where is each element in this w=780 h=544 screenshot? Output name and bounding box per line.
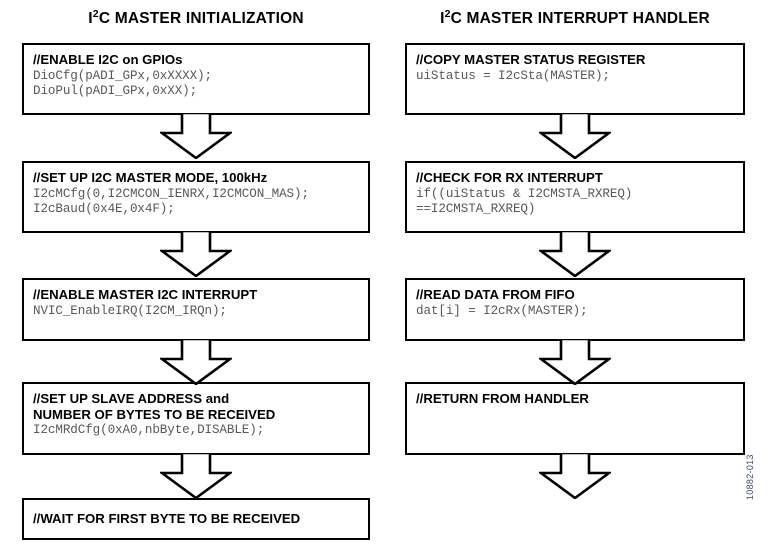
- process-box-setup-slave-address: //SET UP SLAVE ADDRESS and NUMBER OF BYT…: [22, 382, 370, 455]
- process-box-check-rx-interrupt: //CHECK FOR RX INTERRUPT if((uiStatus & …: [405, 161, 745, 233]
- box-comment: //READ DATA FROM FIFO: [416, 287, 575, 302]
- box-comment: //SET UP I2C MASTER MODE, 100kHz: [33, 170, 268, 185]
- box-comment-line-1: //SET UP SLAVE ADDRESS and: [33, 391, 230, 406]
- figure-number: 10882-013: [745, 454, 755, 500]
- column-title-prefix: I: [88, 10, 93, 27]
- column-title-superscript: 2: [92, 7, 99, 20]
- flow-arrow-down-icon: [539, 453, 611, 499]
- flow-arrow-down-icon: [160, 113, 232, 159]
- flow-arrow-down-icon: [160, 339, 232, 385]
- box-comment-line-2: NUMBER OF BYTES TO BE RECEIVED: [33, 406, 276, 422]
- box-comment: //ENABLE MASTER I2C INTERRUPT: [33, 287, 258, 302]
- process-box-read-data-fifo: //READ DATA FROM FIFO dat[i] = I2cRx(MAS…: [405, 278, 745, 341]
- flow-arrow-down-icon: [539, 231, 611, 277]
- flow-arrow-down-icon: [539, 113, 611, 159]
- box-code-line: I2cMCfg(0,I2CMCON_IENRX,I2CMCON_MAS);: [33, 186, 309, 201]
- process-box-copy-status-register: //COPY MASTER STATUS REGISTER uiStatus =…: [405, 43, 745, 115]
- box-code-line: I2cBaud(0x4E,0x4F);: [33, 201, 175, 216]
- box-code-line: if((uiStatus & I2CMSTA_RXREQ): [416, 186, 633, 201]
- process-box-return-from-handler: //RETURN FROM HANDLER: [405, 382, 745, 455]
- process-box-enable-master-interrupt: //ENABLE MASTER I2C INTERRUPT NVIC_Enabl…: [22, 278, 370, 341]
- column-title-superscript: 2: [444, 7, 451, 20]
- box-comment: //WAIT FOR FIRST BYTE TO BE RECEIVED: [33, 511, 301, 527]
- column-title-rest: C MASTER INITIALIZATION: [98, 10, 304, 27]
- process-box-setup-master-mode: //SET UP I2C MASTER MODE, 100kHz I2cMCfg…: [22, 161, 370, 233]
- box-code-line: DioCfg(pADI_GPx,0xXXXX);: [33, 68, 212, 83]
- flow-arrow-down-icon: [160, 231, 232, 277]
- box-code-line: dat[i] = I2cRx(MASTER);: [416, 303, 588, 318]
- box-code-line: NVIC_EnableIRQ(I2CM_IRQn);: [33, 303, 227, 318]
- box-code-line: ==I2CMSTA_RXREQ): [416, 201, 536, 216]
- column-title-initialization: I2C MASTER INITIALIZATION: [22, 7, 370, 28]
- box-comment: //CHECK FOR RX INTERRUPT: [416, 170, 603, 185]
- process-box-enable-i2c-gpios: //ENABLE I2C on GPIOs DioCfg(pADI_GPx,0x…: [22, 43, 370, 115]
- box-comment: //COPY MASTER STATUS REGISTER: [416, 52, 646, 67]
- column-title-prefix: I: [440, 10, 445, 27]
- flow-arrow-down-icon: [539, 339, 611, 385]
- process-box-wait-first-byte: //WAIT FOR FIRST BYTE TO BE RECEIVED: [22, 498, 370, 540]
- box-code-line: uiStatus = I2cSta(MASTER);: [416, 68, 610, 83]
- box-code-line: DioPul(pADI_GPx,0xXX);: [33, 83, 198, 98]
- box-code-line: I2cMRdCfg(0xA0,nbByte,DISABLE);: [33, 423, 265, 437]
- column-title-interrupt-handler: I2C MASTER INTERRUPT HANDLER: [405, 7, 745, 28]
- column-title-rest: C MASTER INTERRUPT HANDLER: [450, 10, 710, 27]
- box-comment: //RETURN FROM HANDLER: [416, 391, 589, 406]
- box-comment: //ENABLE I2C on GPIOs: [33, 52, 183, 67]
- flow-arrow-down-icon: [160, 453, 232, 499]
